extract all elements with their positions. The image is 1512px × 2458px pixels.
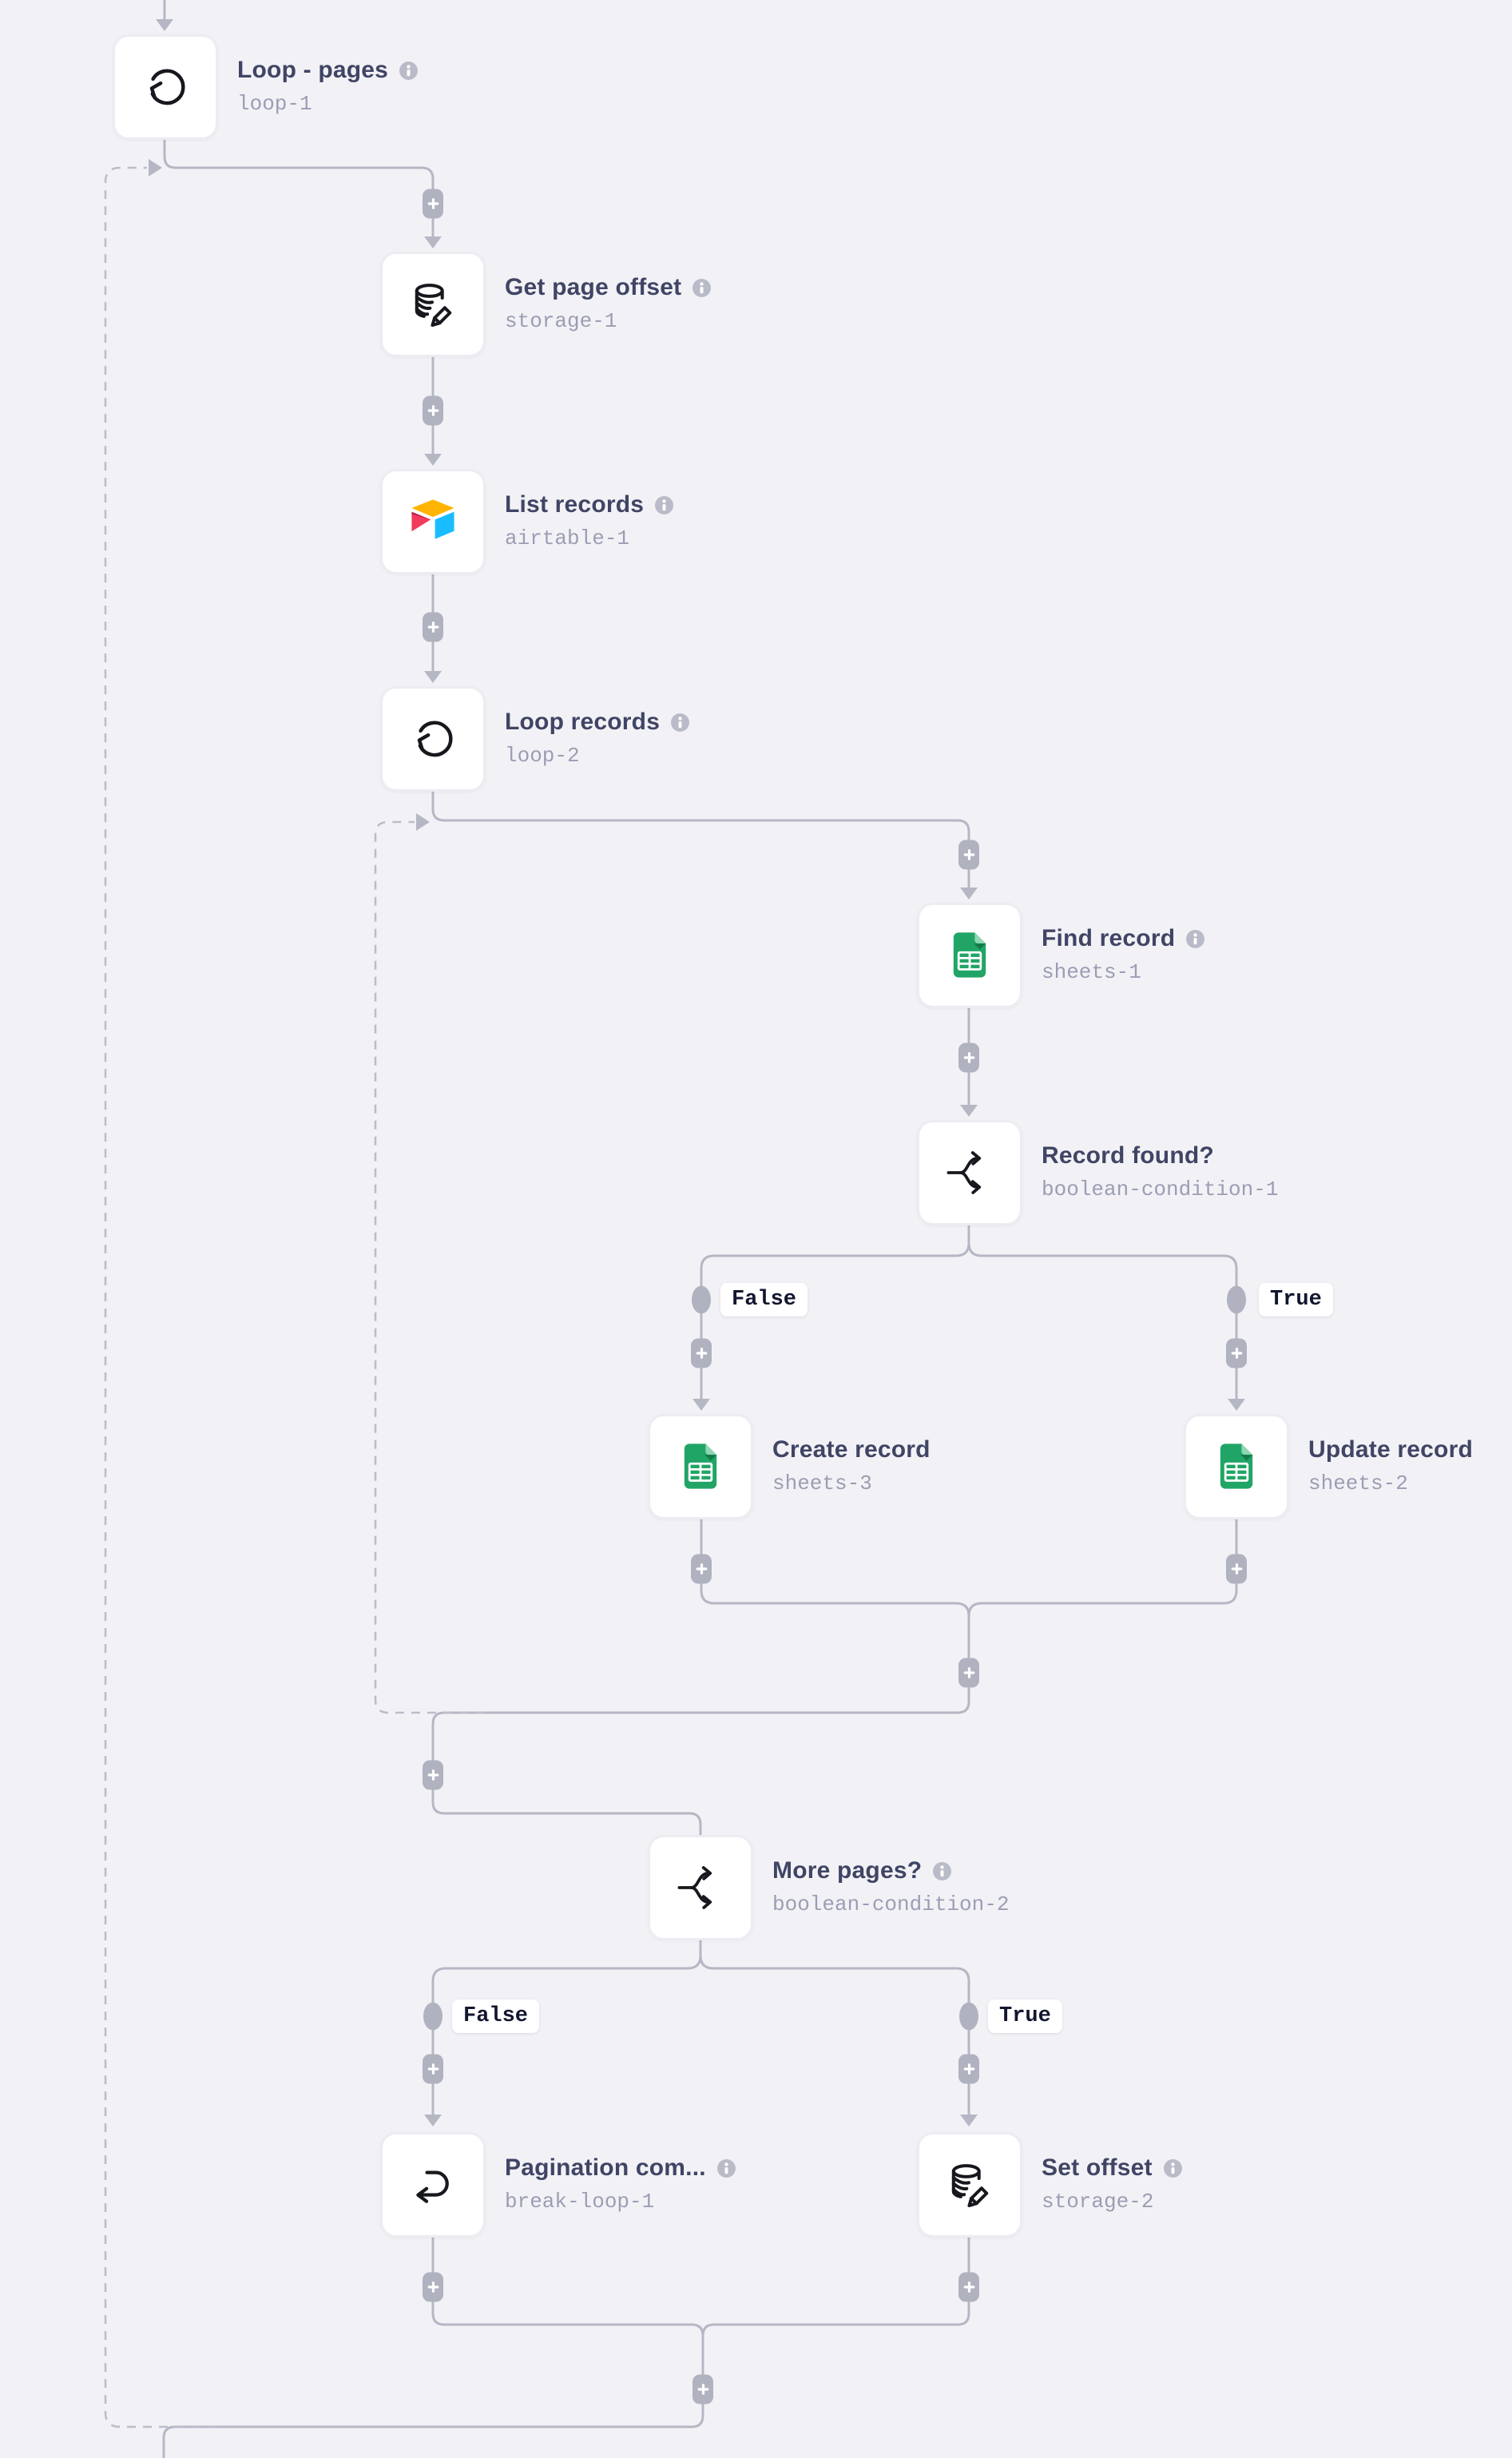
branch-label-false: False xyxy=(720,1283,808,1316)
info-icon[interactable] xyxy=(1186,930,1204,948)
node-subtitle: boolean-condition-2 xyxy=(772,1892,1010,1916)
node-subtitle: sheets-2 xyxy=(1308,1471,1408,1495)
workflow-node-sheets-1[interactable]: Find record sheets-1 xyxy=(917,903,1022,1008)
workflow-node-storage-1[interactable]: Get page offset storage-1 xyxy=(380,252,486,357)
node-title: Pagination com... xyxy=(505,2154,706,2181)
loop-icon xyxy=(138,60,192,114)
add-step-button[interactable] xyxy=(691,1554,712,1584)
break-loop-icon xyxy=(406,2158,460,2212)
database-edit-icon xyxy=(943,2158,997,2212)
add-step-button[interactable] xyxy=(423,2272,443,2302)
branch-icon xyxy=(943,1146,997,1200)
workflow-node-storage-2[interactable]: Set offset storage-2 xyxy=(917,2132,1022,2238)
node-subtitle: airtable-1 xyxy=(505,526,630,550)
info-icon[interactable] xyxy=(717,2159,736,2178)
info-icon[interactable] xyxy=(933,1862,951,1880)
node-title: Find record xyxy=(1042,925,1176,951)
add-step-button[interactable] xyxy=(958,1658,979,1688)
node-title: More pages? xyxy=(772,1857,923,1884)
node-subtitle: loop-1 xyxy=(237,92,312,116)
add-step-button[interactable] xyxy=(1226,1338,1247,1368)
google-sheets-icon xyxy=(943,928,997,983)
info-icon[interactable] xyxy=(671,713,689,732)
node-subtitle: break-loop-1 xyxy=(505,2190,655,2214)
node-card[interactable] xyxy=(917,2132,1022,2238)
node-title: Record found? xyxy=(1042,1142,1214,1169)
branch-label-true: True xyxy=(988,1999,1062,2033)
database-edit-icon xyxy=(406,277,460,332)
airtable-icon xyxy=(406,494,460,549)
node-title: Set offset xyxy=(1042,2154,1153,2181)
workflow-node-sheets-3[interactable]: Create record sheets-3 xyxy=(648,1414,931,1519)
node-subtitle: storage-1 xyxy=(505,309,617,333)
workflow-node-loop-2[interactable]: Loop records loop-2 xyxy=(380,686,486,792)
branch-icon xyxy=(673,1860,728,1915)
node-card[interactable] xyxy=(917,1120,1022,1225)
node-title: Loop - pages xyxy=(237,57,389,83)
add-step-button[interactable] xyxy=(423,395,443,426)
node-subtitle: storage-2 xyxy=(1042,2190,1154,2214)
branch-port-dot xyxy=(959,2002,978,2031)
node-card[interactable] xyxy=(113,34,218,140)
node-subtitle: loop-2 xyxy=(505,744,580,768)
add-step-button[interactable] xyxy=(1226,1554,1247,1584)
add-step-button[interactable] xyxy=(423,1760,443,1790)
node-title: Loop records xyxy=(505,709,661,735)
workflow-node-boolean-condition-1[interactable]: Record found? boolean-condition-1 xyxy=(917,1120,1278,1225)
add-step-button[interactable] xyxy=(693,2374,713,2404)
google-sheets-icon xyxy=(673,1439,728,1494)
add-step-button[interactable] xyxy=(958,2272,979,2302)
workflow-node-airtable-1[interactable]: List records airtable-1 xyxy=(380,469,486,574)
node-title: List records xyxy=(505,491,645,518)
node-card[interactable] xyxy=(648,1414,753,1519)
info-icon[interactable] xyxy=(693,279,711,297)
workflow-node-sheets-2[interactable]: Update record sheets-2 xyxy=(1184,1414,1473,1519)
loop-icon xyxy=(406,712,460,766)
branch-port-dot xyxy=(1227,1285,1246,1314)
branch-label-true: True xyxy=(1259,1283,1333,1316)
node-card[interactable] xyxy=(380,252,486,357)
branch-port-dot xyxy=(423,2002,442,2031)
node-card[interactable] xyxy=(917,903,1022,1008)
add-step-button[interactable] xyxy=(423,2054,443,2084)
info-icon[interactable] xyxy=(399,62,418,80)
node-title: Get page offset xyxy=(505,274,682,300)
node-card[interactable] xyxy=(380,686,486,792)
node-subtitle: sheets-1 xyxy=(1042,960,1141,984)
add-step-button[interactable] xyxy=(958,840,979,870)
workflow-node-boolean-condition-2[interactable]: More pages? boolean-condition-2 xyxy=(648,1835,1009,1940)
workflow-node-loop-1[interactable]: Loop - pages loop-1 xyxy=(113,34,218,140)
google-sheets-icon xyxy=(1209,1439,1264,1494)
add-step-button[interactable] xyxy=(958,2054,979,2084)
node-card[interactable] xyxy=(380,469,486,574)
workflow-node-break-loop-1[interactable]: Pagination com... break-loop-1 xyxy=(380,2132,486,2238)
node-subtitle: boolean-condition-1 xyxy=(1042,1177,1279,1201)
node-title: Create record xyxy=(772,1436,931,1463)
add-step-button[interactable] xyxy=(691,1338,712,1368)
add-step-button[interactable] xyxy=(423,612,443,642)
node-card[interactable] xyxy=(380,2132,486,2238)
node-title: Update record xyxy=(1308,1436,1473,1463)
info-icon[interactable] xyxy=(1164,2159,1182,2178)
node-subtitle: sheets-3 xyxy=(772,1471,872,1495)
info-icon[interactable] xyxy=(655,496,673,514)
add-step-button[interactable] xyxy=(423,189,443,219)
branch-port-dot xyxy=(692,1285,711,1314)
add-step-button[interactable] xyxy=(958,1042,979,1073)
node-card[interactable] xyxy=(648,1835,753,1940)
node-card[interactable] xyxy=(1184,1414,1289,1519)
branch-label-false: False xyxy=(452,1999,540,2033)
